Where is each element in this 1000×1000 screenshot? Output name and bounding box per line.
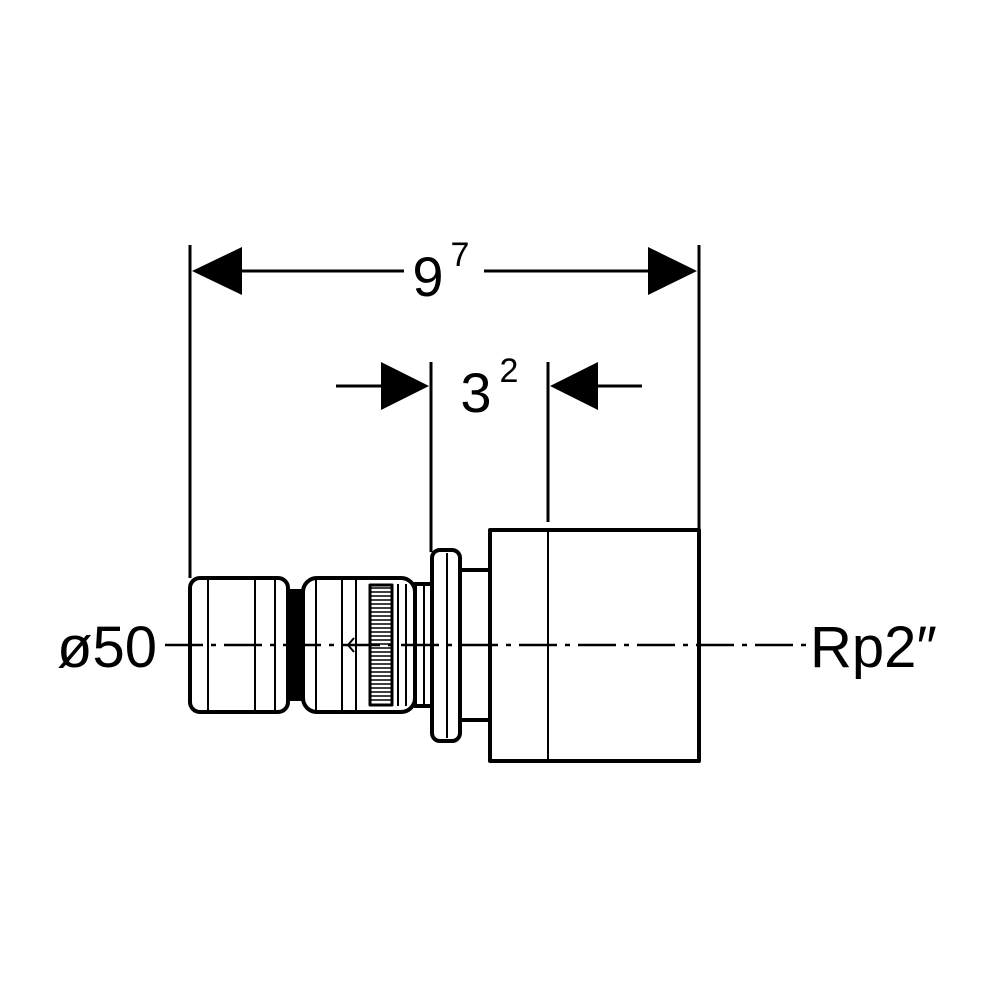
pipe-diameter-label: ø50 <box>57 615 157 680</box>
knurl-lines <box>371 587 391 701</box>
overall-length-exponent: 7 <box>451 236 470 274</box>
overall-dimension: 9 7 <box>188 236 701 578</box>
overall-length-value: 9 <box>412 245 443 308</box>
arrow-head-inner-left <box>381 362 429 410</box>
arrow-head-right <box>648 247 697 295</box>
thread-depth-exponent: 2 <box>500 352 519 390</box>
thread-depth-value: 3 <box>460 361 491 424</box>
arrow-head-inner-right <box>550 362 598 410</box>
thread-dimension: 3 2 <box>336 352 642 552</box>
thread-size-label: Rp2″ <box>810 615 937 680</box>
arrow-head-left <box>192 247 242 295</box>
fitting-body <box>188 528 701 763</box>
